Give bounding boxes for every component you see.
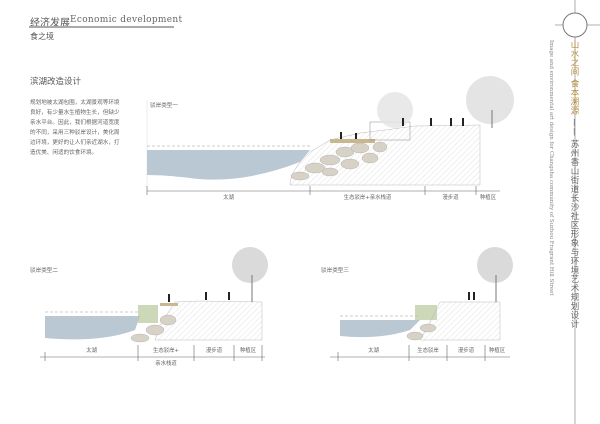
- section-title: 滨湖改造设计: [30, 77, 82, 87]
- slogan-1: 山水之间: [569, 40, 579, 76]
- section-3-drawing: [330, 247, 513, 361]
- zone-label: 生态驳岸+亲水栈道: [343, 195, 392, 201]
- zone-label: 生态驳岸: [417, 348, 439, 354]
- zone-label: 种植区: [488, 348, 506, 354]
- section-1-caption: 驳岸类型一: [150, 103, 178, 109]
- section-1-drawing: [146, 76, 514, 195]
- section-2-caption: 驳岸类型二: [30, 268, 58, 274]
- project-title-vertical: 山水之间 食本溯源 —— 苏州香山街道长沙社区形象与环境艺术规划设计: [568, 40, 580, 329]
- water-3: [340, 320, 420, 338]
- zone-label: 漫步道: [442, 195, 459, 201]
- project-title-english: Image and environmental art design for C…: [548, 40, 554, 296]
- logo-circle: [562, 12, 588, 38]
- slogan-2: 食本溯源: [569, 79, 579, 116]
- water-1: [147, 150, 310, 180]
- header-title-en: Economic development: [70, 15, 183, 25]
- zone-label: 种植区: [239, 348, 257, 354]
- header-subtitle: 食之境: [30, 32, 54, 41]
- title-dash: ——: [569, 118, 579, 137]
- zone-label: 生态驳岸+: [152, 348, 180, 354]
- water-2: [45, 316, 140, 340]
- stones-1: [290, 141, 388, 181]
- section-2-drawing: [40, 247, 268, 361]
- section-description: 规划地被太湖包围，太湖景观等环境良好，有少量水生植物生长，但缺少亲水平台。因此，…: [30, 100, 120, 156]
- zone-label: 亲水栈道: [155, 361, 177, 367]
- project-name: 苏州香山街道长沙社区形象与环境艺术规划设计: [569, 139, 579, 329]
- zone-label: 漫步道: [457, 348, 475, 354]
- header-underline: [29, 26, 174, 28]
- section-3-caption: 驳岸类型三: [321, 268, 349, 274]
- zone-label: 太湖: [86, 348, 97, 354]
- zone-label: 漫步道: [205, 348, 223, 354]
- zone-label: 太湖: [368, 348, 379, 354]
- zone-label: 太湖: [223, 195, 234, 201]
- zone-label: 种植区: [479, 195, 497, 201]
- header-title-cn: 经济发展: [30, 18, 70, 29]
